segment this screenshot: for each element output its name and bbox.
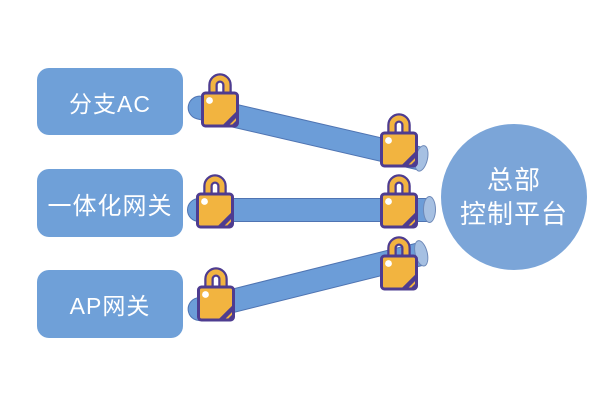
padlock-icon xyxy=(201,70,239,128)
node-hq-control-platform: 总部 控制平台 xyxy=(441,124,587,270)
node-ap-gateway: AP网关 xyxy=(37,270,183,338)
padlock-icon xyxy=(380,171,418,229)
node-branch-ac: 分支AC xyxy=(37,68,183,135)
padlock-icon xyxy=(380,233,418,291)
hub-label-line1: 总部 xyxy=(486,164,541,195)
node-ap-gateway-label: AP网关 xyxy=(69,293,151,319)
node-branch-ac-label: 分支AC xyxy=(69,90,151,117)
node-integrated-gateway: 一体化网关 xyxy=(37,169,183,237)
tunnel-end-cap xyxy=(423,195,436,223)
hub-label-line2: 控制平台 xyxy=(459,199,568,229)
padlock-icon xyxy=(197,264,235,322)
node-integrated-gateway-label: 一体化网关 xyxy=(47,192,173,220)
padlock-icon xyxy=(380,110,418,168)
padlock-icon xyxy=(196,171,234,229)
